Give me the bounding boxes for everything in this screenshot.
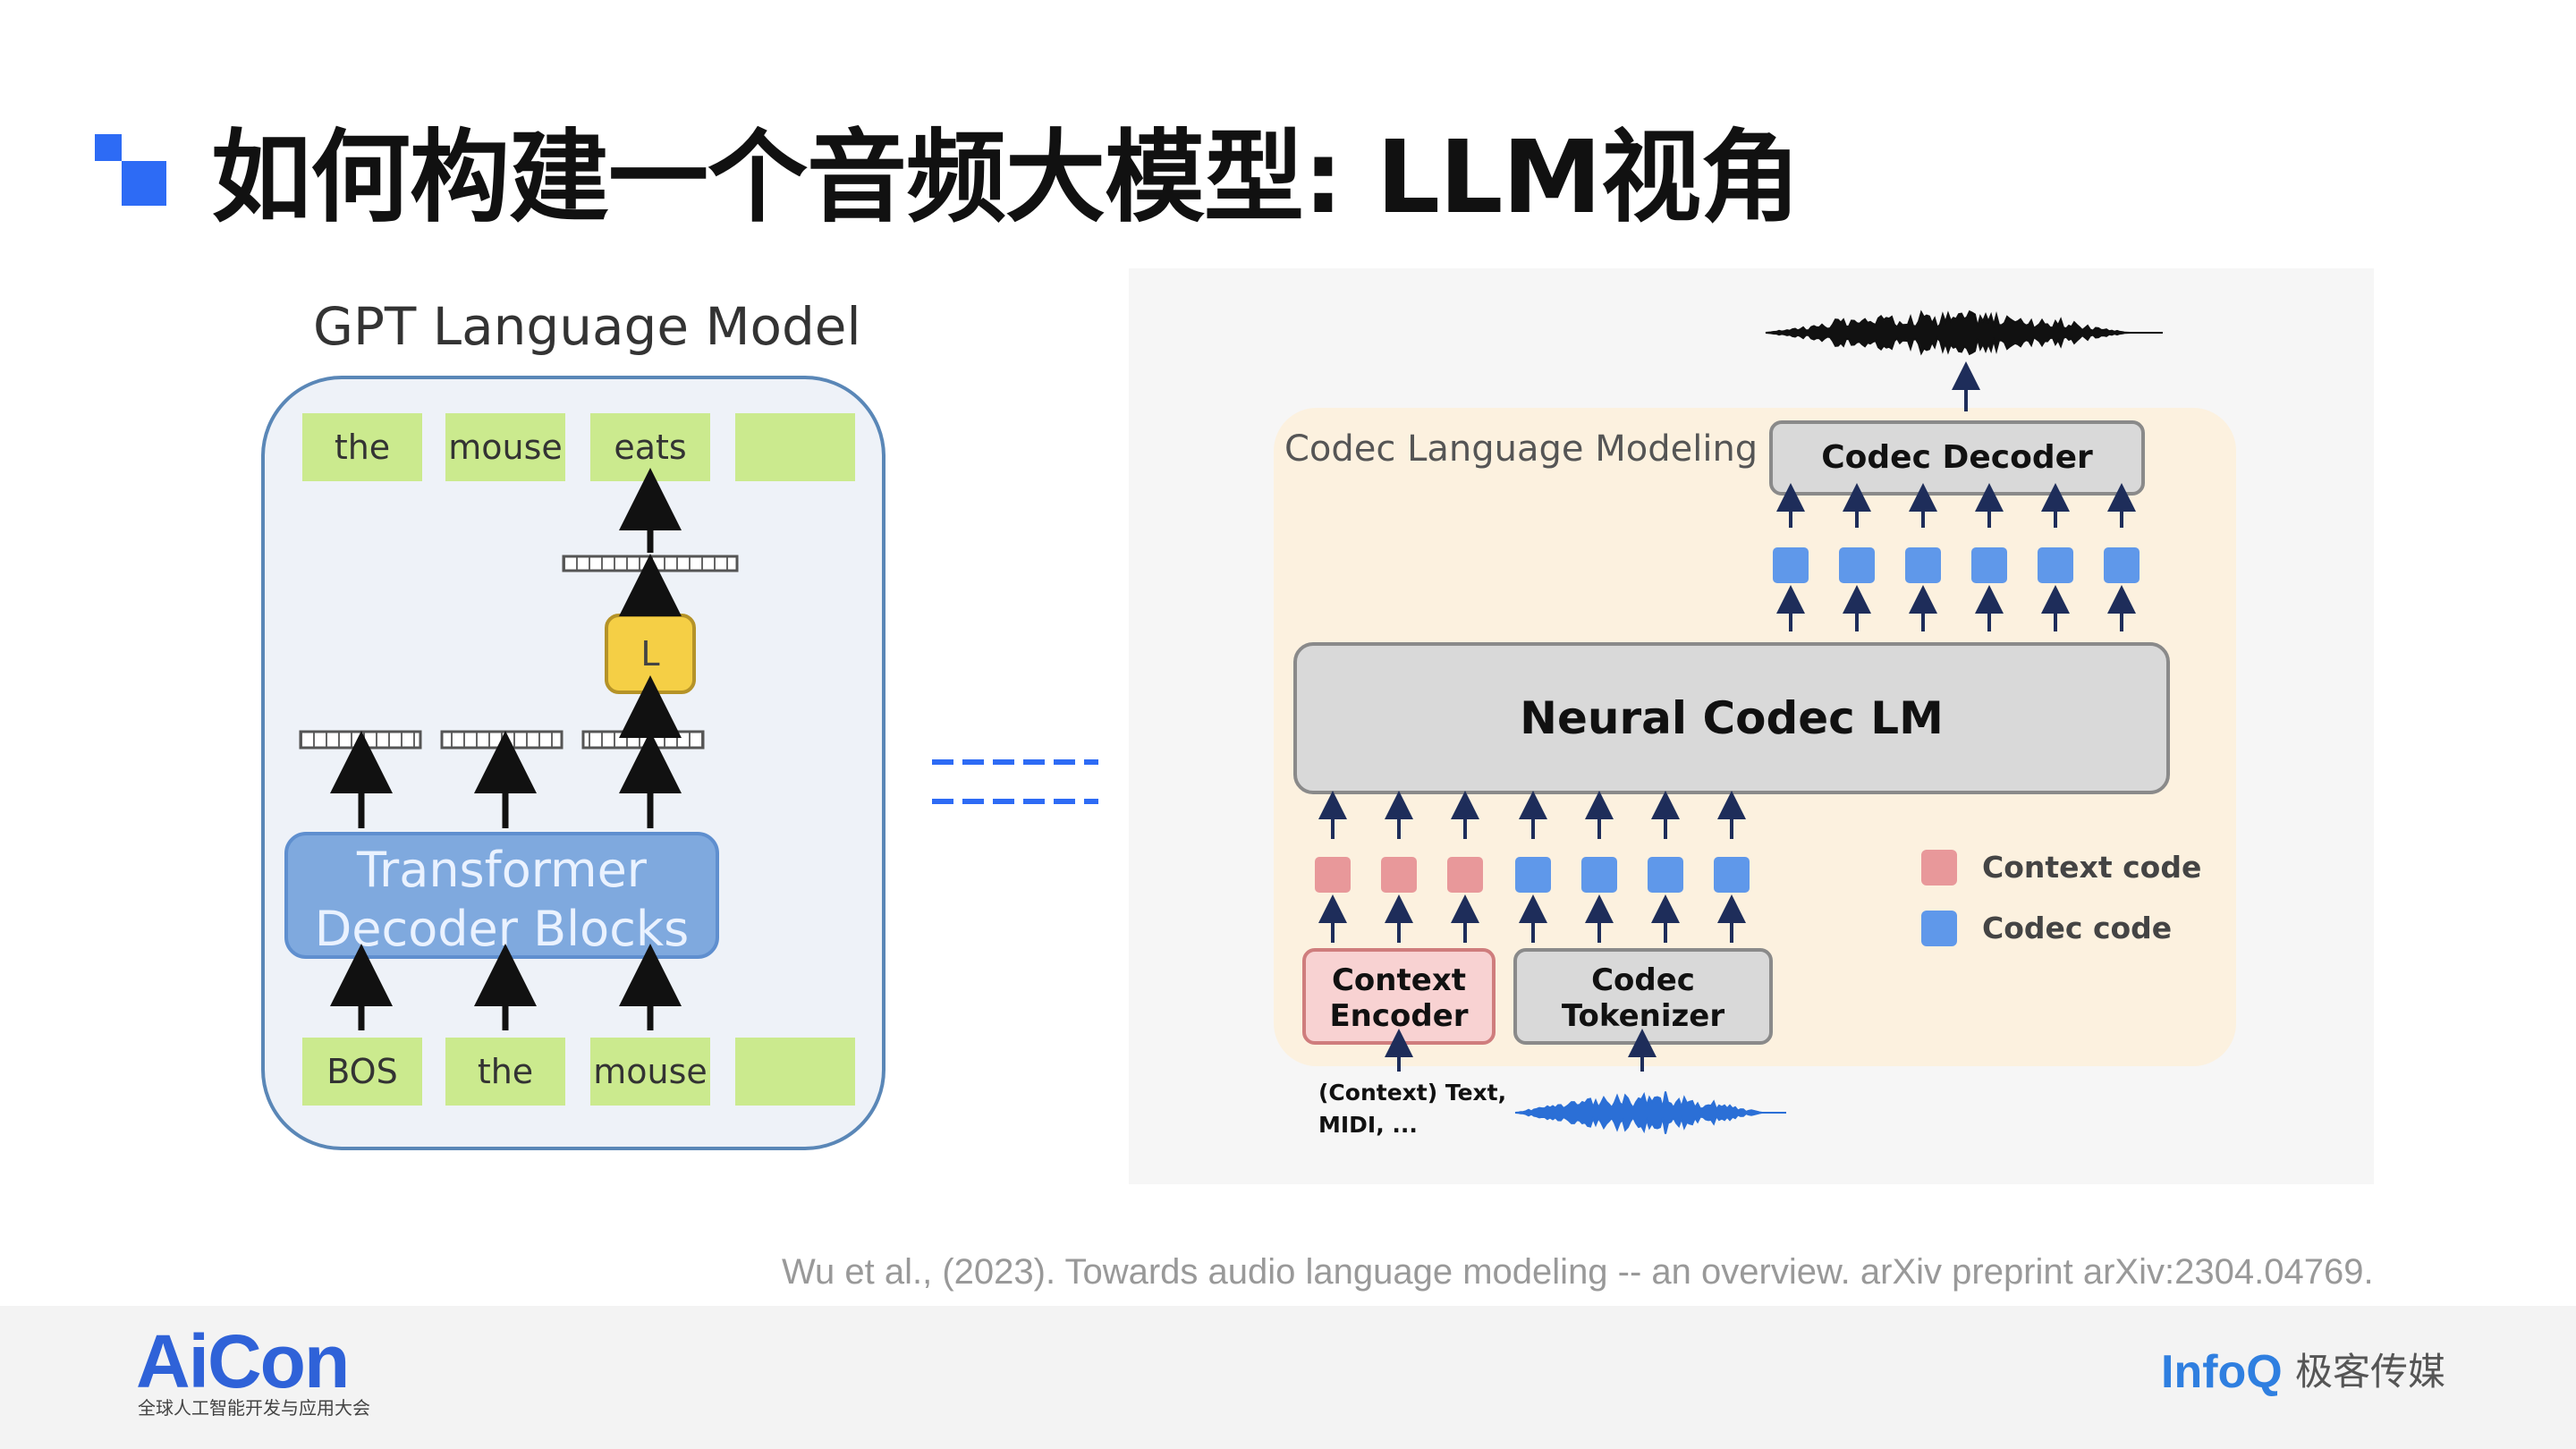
context-code-square [1381,857,1417,893]
aicon-logo: AiCon [136,1319,350,1403]
page-title: 如何构建一个音频大模型: LLM视角 [211,120,1801,236]
codec-code-square [1648,857,1683,893]
context-input-text: (Context) Text, MIDI, ... [1318,1077,1506,1141]
output-token [735,413,855,481]
output-token: mouse [445,413,565,481]
logit-vector [562,555,739,572]
legend-swatch-codec [1921,911,1957,946]
codec-decoder-box: Codec Decoder [1769,420,2145,496]
aicon-subtitle: 全球人工智能开发与应用大会 [138,1397,370,1419]
codec-code-square [1971,547,2007,583]
codec-code-square [1581,857,1617,893]
codec-arrows-and-codes [1315,309,2163,1134]
codec-tokenizer-line1: Codec [1591,962,1695,998]
transformer-label-line1: Transformer [356,842,648,898]
codec-code-square [1905,547,1941,583]
output-waveform [1765,309,2163,356]
hidden-state-vector [299,730,422,750]
infoq-cn-label: 极客传媒 [2295,1350,2446,1394]
codec-code-square [2104,547,2140,583]
codec-code-square [1773,547,1809,583]
citation-text: Wu et al., (2023). Towards audio languag… [782,1252,2374,1292]
legend-label-codec: Codec code [1982,911,2173,945]
input-waveform [1514,1091,1786,1134]
context-input-line1: (Context) Text, [1318,1080,1507,1106]
transformer-decoder-block: Transformer Decoder Blocks [284,832,719,959]
title-decor-icon [95,134,175,215]
context-code-square [1447,857,1483,893]
codec-lm-panel-label: Codec Language Modeling [1284,428,1758,470]
output-token: the [302,413,422,481]
input-token: mouse [590,1038,710,1106]
input-token: BOS [302,1038,422,1106]
equivalence-dashes [932,759,1098,804]
legend-label-context: Context code [1982,850,2202,885]
codec-code-square [2038,547,2073,583]
gpt-arrows-and-vectors [299,468,739,1030]
context-encoder-line1: Context [1331,962,1466,998]
legend-swatch-context [1921,850,1957,886]
input-token [735,1038,855,1106]
codec-tokenizer-line2: Tokenizer [1561,998,1725,1034]
infoq-logo: InfoQ [2161,1346,2283,1398]
context-encoder-line2: Encoder [1329,998,1469,1034]
codec-code-square [1515,857,1551,893]
codec-code-square [1714,857,1750,893]
footer-bar [0,1306,2576,1449]
codec-code-square [1839,547,1875,583]
gpt-model-label: GPT Language Model [313,296,861,357]
hidden-state-vector [581,730,705,750]
context-input-line2: MIDI, ... [1318,1112,1418,1138]
hidden-state-vector [440,730,564,750]
input-token: the [445,1038,565,1106]
context-code-square [1315,857,1351,893]
